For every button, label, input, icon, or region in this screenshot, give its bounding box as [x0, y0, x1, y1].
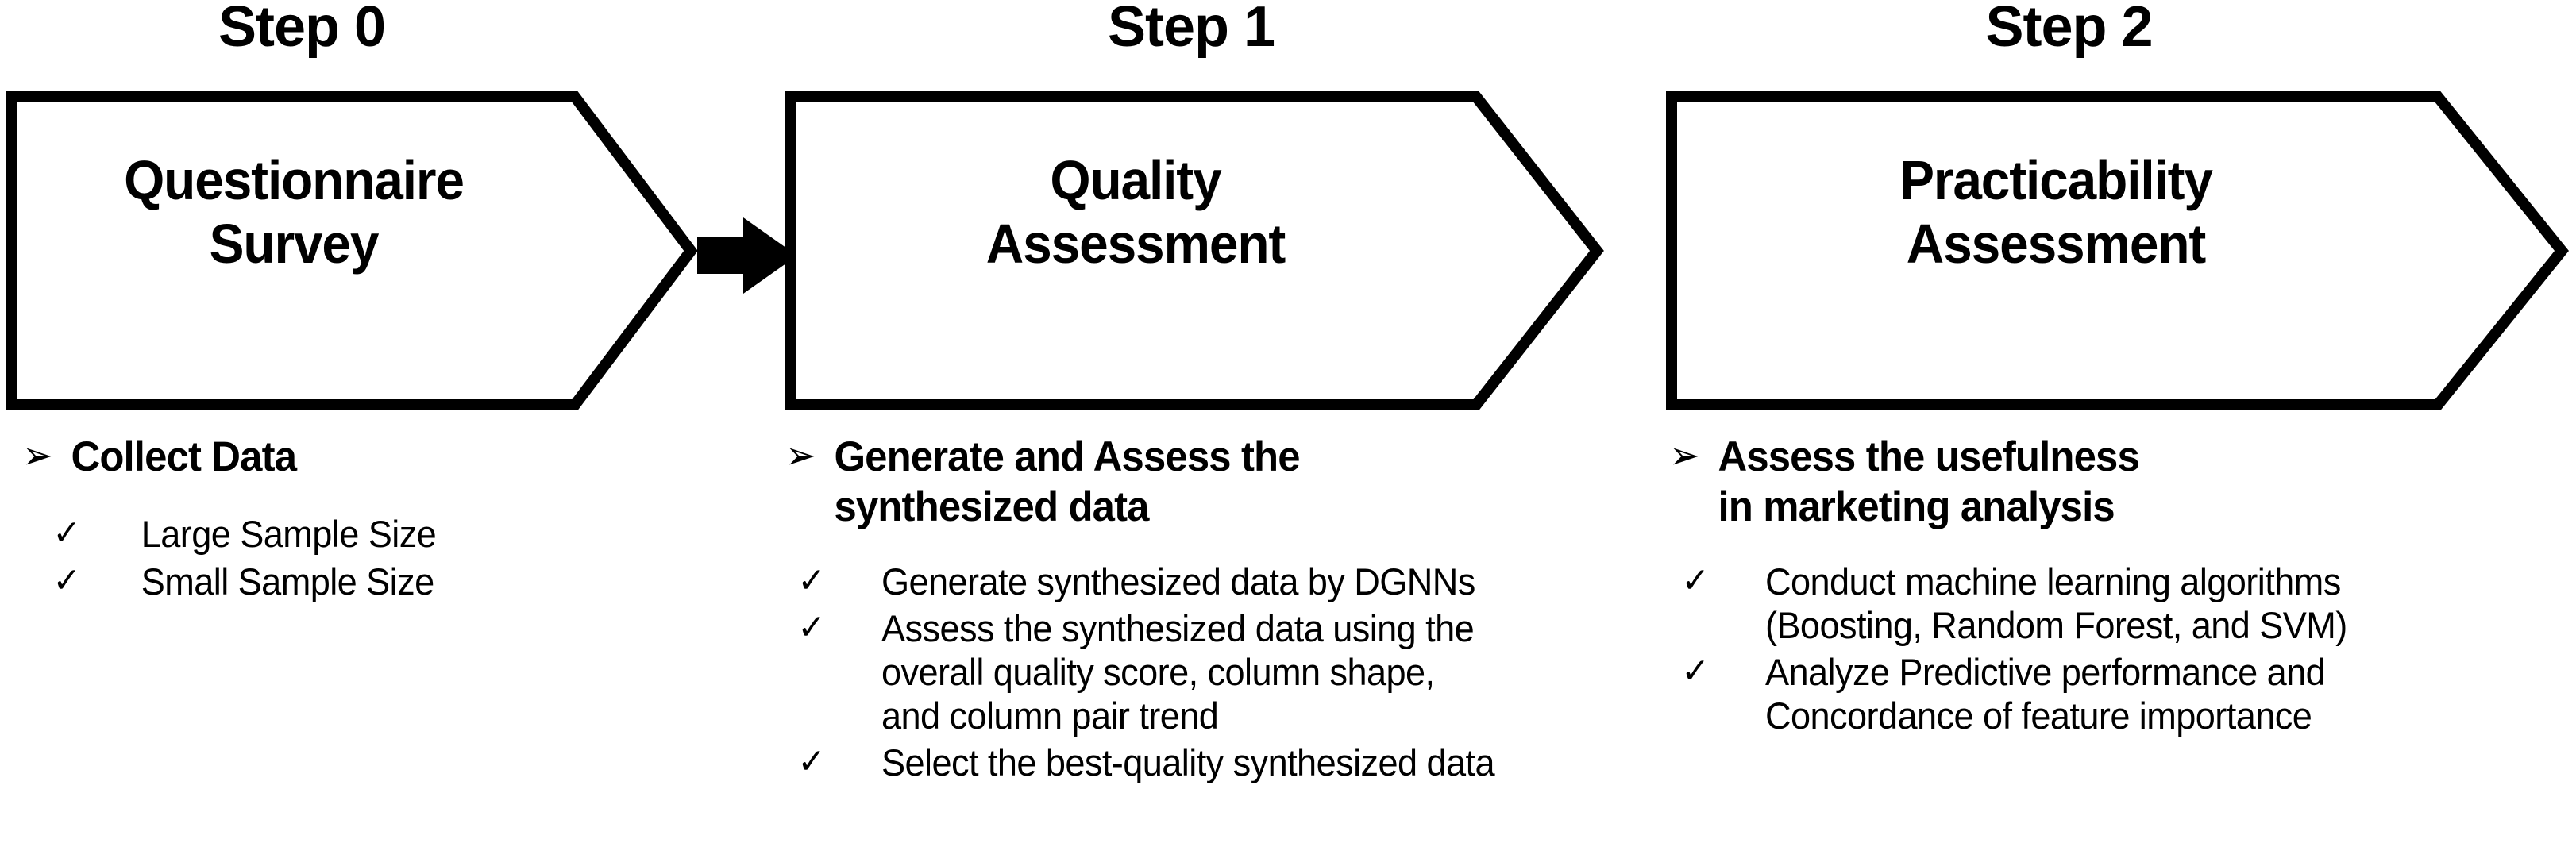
lead-bullet-text-1: Generate and Assess the synthesized data	[834, 433, 1300, 530]
sub-bullet-list-0: ✓ Large Sample Size ✓ Small Sample Size	[22, 513, 689, 604]
step-column-2: Step 2 Practicability Assessment ➢ Asses…	[1666, 0, 2576, 866]
sub-bullet-text: Analyze Predictive performance and Conco…	[1764, 651, 2326, 737]
check-icon: ✓	[52, 513, 81, 552]
connector-block-arrow-icon	[697, 216, 802, 295]
arrow-bullet-icon: ➢	[22, 435, 53, 477]
sub-bullet-text: Assess the synthesized data using the ov…	[881, 607, 1475, 737]
arrow-bullet-icon: ➢	[785, 435, 816, 477]
step-title-1: Quality Assessment	[985, 149, 1286, 275]
arrow-bullet-icon: ➢	[1669, 435, 1700, 477]
step-label-1: Step 1	[1107, 0, 1275, 59]
check-icon: ✓	[52, 560, 81, 600]
sub-bullet-item: ✓ Assess the synthesized data using the …	[785, 607, 1594, 738]
sub-bullet-list-1: ✓ Generate synthesized data by DGNNs ✓ A…	[785, 560, 1627, 785]
sub-bullet-item: ✓ Select the best-quality synthesized da…	[785, 741, 1594, 785]
sub-bullet-text: Large Sample Size	[141, 512, 437, 555]
sub-bullet-text: Small Sample Size	[141, 560, 434, 602]
step-chevron-shape-1	[785, 91, 1607, 410]
check-icon: ✓	[797, 561, 826, 601]
sub-bullet-item: ✓ Analyze Predictive performance and Con…	[1669, 651, 2538, 738]
step-label-2: Step 2	[1985, 0, 2153, 59]
step-chevron-shape-2	[1666, 91, 2571, 410]
step-chevron-shape-0	[6, 91, 701, 410]
sub-bullet-text: Generate synthesized data by DGNNs	[881, 560, 1475, 603]
check-icon: ✓	[797, 742, 826, 781]
sub-bullet-item: ✓ Large Sample Size	[22, 513, 662, 556]
lead-bullet-2: ➢ Assess the usefulness in marketing ana…	[1669, 433, 2538, 532]
step-bullets-1: ➢ Generate and Assess the synthesized da…	[785, 433, 1627, 788]
step-label-0: Step 0	[218, 0, 386, 59]
sub-bullet-item: ✓ Small Sample Size	[22, 560, 662, 604]
sub-bullet-text: Select the best-quality synthesized data	[881, 741, 1495, 783]
sub-bullet-text: Conduct machine learning algorithms (Boo…	[1764, 560, 2347, 647]
check-icon: ✓	[1681, 561, 1710, 601]
sub-bullet-list-2: ✓ Conduct machine learning algorithms (B…	[1669, 560, 2574, 738]
lead-bullet-1: ➢ Generate and Assess the synthesized da…	[785, 433, 1594, 532]
step-title-2: Practicability Assessment	[1899, 149, 2213, 275]
lead-bullet-text-0: Collect Data	[71, 433, 297, 480]
step-bullets-0: ➢ Collect Data ✓ Large Sample Size ✓ Sma…	[22, 433, 689, 608]
step-title-0: Questionnaire Survey	[124, 149, 465, 275]
check-icon: ✓	[797, 608, 826, 648]
step-column-1: Step 1 Quality Assessment ➢ Generate and…	[782, 0, 1608, 866]
step-column-0: Step 0 Questionnaire Survey ➢ Collect Da…	[0, 0, 699, 866]
sub-bullet-item: ✓ Generate synthesized data by DGNNs	[785, 560, 1594, 604]
lead-bullet-0: ➢ Collect Data	[22, 433, 662, 483]
lead-bullet-text-2: Assess the usefulness in marketing analy…	[1718, 433, 2139, 530]
sub-bullet-item: ✓ Conduct machine learning algorithms (B…	[1669, 560, 2538, 648]
step-bullets-2: ➢ Assess the usefulness in marketing ana…	[1669, 433, 2574, 741]
check-icon: ✓	[1681, 652, 1710, 691]
